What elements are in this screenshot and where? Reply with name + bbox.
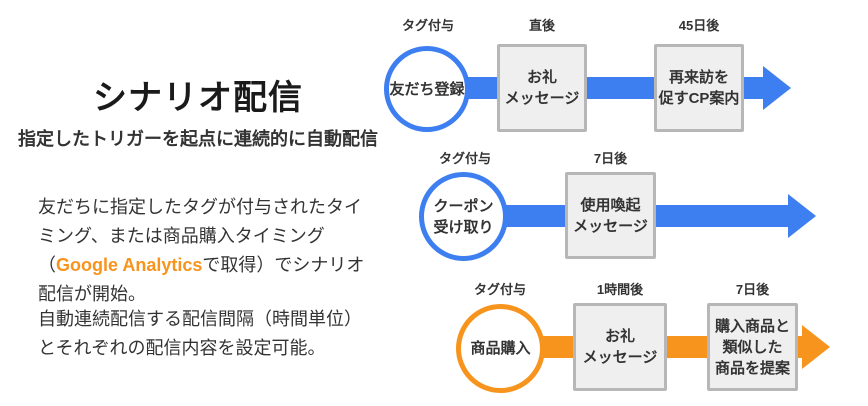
flow2-arrow-head-icon [788, 194, 816, 238]
flow1-arrow-head-icon [763, 66, 791, 110]
p1-line3-pre: （ [38, 255, 56, 275]
flow1-trigger-tag-label: タグ付与 [401, 18, 454, 33]
flow3-step1-timing-label: 1時間後 [596, 282, 644, 297]
flow1-step2-timing-label: 45日後 [678, 18, 720, 33]
p1-line2: ミング、または商品購入タイミング [38, 226, 325, 246]
flow1-step1-timing-label: 直後 [528, 18, 555, 33]
description-paragraph-2: 自動連続配信する配信間隔（時間単位） とそれぞれの配信内容を設定可能。 [38, 305, 383, 363]
flow1-step1-box: お礼 メッセージ [497, 44, 587, 132]
p1-line4: 配信が開始。 [38, 284, 146, 304]
flow3-step2-box: 購入商品と 類似した 商品を提案 [707, 303, 798, 391]
flow3-trigger-tag-label: タグ付与 [473, 282, 526, 297]
page-subtitle: 指定したトリガーを起点に連続的に自動配信 [18, 129, 378, 149]
flow3-step1-box: お礼 メッセージ [573, 303, 667, 391]
flow3-arrow-head-icon [802, 325, 830, 369]
flow1-step2-box: 再来訪を 促すCP案内 [654, 44, 744, 132]
flow2-trigger-circle: クーポン 受け取り [419, 172, 508, 261]
p2-line2: とそれぞれの配信内容を設定可能。 [38, 338, 326, 358]
page-title: シナリオ配信 [93, 79, 303, 117]
flow3-trigger-circle: 商品購入 [456, 304, 545, 393]
p1-line1: 友だちに指定したタグが付与されたタイ [38, 197, 362, 217]
flow2-step1-timing-label: 7日後 [593, 151, 628, 166]
left-text-panel: シナリオ配信 指定したトリガーを起点に連続的に自動配信 友だちに指定したタグが付… [0, 0, 396, 406]
flow1-trigger-circle: 友だち登録 [384, 46, 470, 132]
flow3-step2-timing-label: 7日後 [735, 282, 770, 297]
description-paragraph-1: 友だちに指定したタグが付与されたタイ ミング、または商品購入タイミング （Goo… [38, 193, 383, 309]
p2-line1: 自動連続配信する配信間隔（時間単位） [38, 309, 362, 329]
p1-line3-post: で取得）でシナリオ [202, 255, 365, 275]
flow2-trigger-tag-label: タグ付与 [438, 151, 491, 166]
google-analytics-highlight: Google Analytics [56, 255, 203, 275]
flow2-step1-box: 使用喚起 メッセージ [565, 172, 656, 259]
